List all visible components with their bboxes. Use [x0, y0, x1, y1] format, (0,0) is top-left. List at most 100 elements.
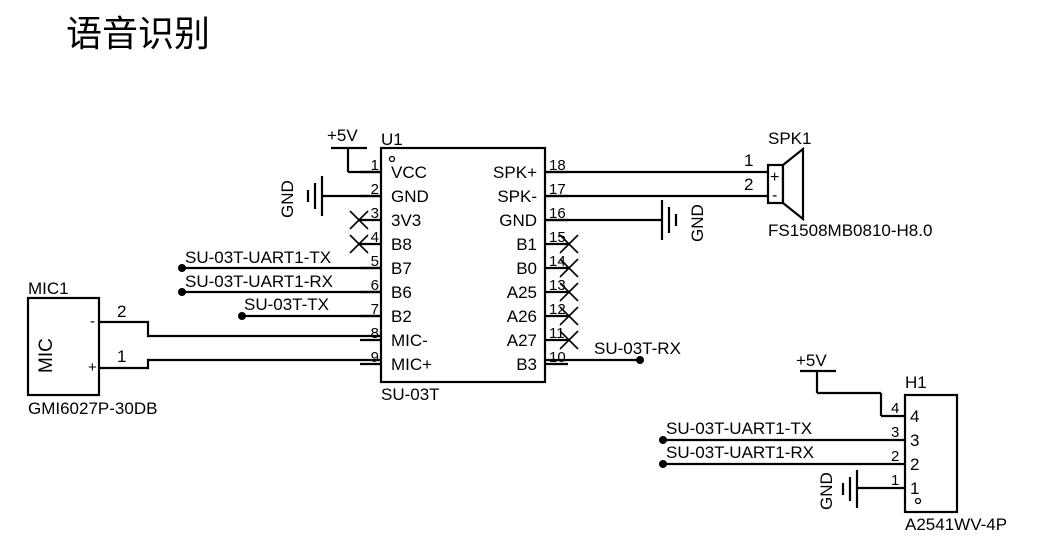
- spk1-component: + - SPK1 FS1508MB0810-H8.0: [766, 129, 932, 240]
- u1-ref: U1: [381, 130, 403, 149]
- u1-pin-number: 12: [549, 301, 566, 318]
- h1-net-label-uart1-tx: SU-03T-UART1-TX: [666, 419, 812, 438]
- h1-pin-name: 1: [910, 479, 919, 498]
- mic1-component: MIC - + MIC1 GMI6027P-30DB 2 1: [26, 279, 157, 418]
- h1-ref: H1: [905, 373, 927, 392]
- u1-pin-name: MIC-: [391, 331, 428, 350]
- spk1-ref: SPK1: [768, 129, 811, 148]
- u1-pin-15: 15 B1: [516, 229, 579, 254]
- h1-pin-name: 4: [910, 407, 919, 426]
- mic1-pin1-number: 1: [117, 347, 126, 366]
- no-connect-icon: [559, 330, 579, 350]
- u1-right-pins: 18SPK+17SPK-16GND15B114B013A2512A2611A27…: [493, 157, 579, 374]
- u1-pin-number: 18: [549, 157, 566, 174]
- u1-pin-name: B0: [516, 259, 537, 278]
- mic1-minus: -: [90, 313, 95, 330]
- u1-pin-name: A25: [507, 283, 537, 302]
- spk1-plus: +: [770, 169, 779, 186]
- spk1-cone: [781, 146, 805, 222]
- mic1-body: [26, 296, 101, 397]
- spk1-pin2-number: 2: [744, 175, 753, 194]
- u1-pin-name: GND: [391, 187, 429, 206]
- u1-pin-number: 11: [549, 325, 565, 342]
- gnd-label-u1-right: GND: [688, 204, 707, 242]
- net-label-uart1-rx: SU-03T-UART1-RX: [185, 272, 333, 291]
- u1-body: [379, 146, 547, 384]
- u1-pin-name: B7: [391, 259, 412, 278]
- h1-pin1-marker: [914, 497, 922, 505]
- u1-pin-name: SPK-: [497, 187, 537, 206]
- vcc-power-port-u1: +5V: [327, 126, 381, 174]
- spk1-minus: -: [772, 187, 777, 204]
- u1-pin1-marker: [388, 155, 396, 163]
- mic1-ref: MIC1: [28, 279, 69, 298]
- net-label-uart1-tx: SU-03T-UART1-TX: [185, 248, 331, 267]
- mic1-plus: +: [88, 359, 97, 376]
- u1-pin-number: 15: [549, 229, 566, 246]
- h1-value: A2541WV-4P: [905, 515, 1007, 534]
- u1-pin-number: 6: [371, 277, 379, 294]
- h1-net-label-uart1-rx: SU-03T-UART1-RX: [666, 443, 814, 462]
- u1-pin-number: 5: [371, 253, 379, 270]
- u1-pin-number: 17: [549, 181, 566, 198]
- page-title: 语音识别: [66, 14, 210, 55]
- u1-pin-number: 14: [549, 253, 566, 270]
- no-connect-icon: [349, 234, 369, 254]
- u1-pin-8: 8 MIC-: [360, 325, 428, 350]
- gnd-label-u1-left: GND: [278, 180, 297, 218]
- u1-pin-12: 12 A26: [507, 301, 579, 326]
- mic-wires: [99, 320, 381, 370]
- h1-body: [903, 393, 959, 514]
- u1-pin-number: 10: [549, 349, 566, 366]
- gnd-label-h1: GND: [817, 472, 836, 510]
- mic1-body-label: MIC: [36, 338, 57, 373]
- no-connect-icon: [559, 258, 579, 278]
- spk1-value: FS1508MB0810-H8.0: [768, 221, 932, 240]
- u1-pin-name: A26: [507, 307, 537, 326]
- vcc-label-h1: +5V: [796, 351, 827, 370]
- mic1-pin2-number: 2: [117, 302, 126, 321]
- u1-pin-name: B2: [391, 307, 412, 326]
- u1-pin-number: 7: [371, 301, 379, 318]
- u1-pin-number: 8: [371, 325, 379, 342]
- u1-pin-name: B1: [516, 235, 537, 254]
- h1-pin-number: 4: [891, 400, 899, 417]
- u1-left-nets: SU-03T-UART1-TX SU-03T-UART1-RX SU-03T-T…: [178, 248, 381, 320]
- u1-pin-name: MIC+: [391, 355, 432, 374]
- u1-value: SU-03T: [381, 385, 440, 404]
- h1-uart-nets: SU-03T-UART1-TX SU-03T-UART1-RX: [659, 419, 905, 468]
- no-connect-icon: [559, 234, 579, 254]
- gnd-symbol-h1: GND: [817, 470, 905, 510]
- net-label-su-rx: SU-03T-RX: [594, 339, 681, 358]
- u1-pin-14: 14 B0: [516, 253, 579, 278]
- gnd-symbol-u1-right: GND: [545, 200, 707, 242]
- net-label-su-tx: SU-03T-TX: [244, 295, 329, 314]
- u1-right-net-rx: SU-03T-RX: [545, 339, 681, 364]
- gnd-symbol-u1-left: GND: [278, 176, 381, 218]
- u1-pin-number: 13: [549, 277, 566, 294]
- mic1-value: GMI6027P-30DB: [28, 399, 157, 418]
- h1-pin-number: 3: [891, 424, 899, 441]
- h1-pin-number: 1: [891, 472, 899, 489]
- spk1-pin1-number: 1: [744, 151, 753, 170]
- u1-pin-name: VCC: [391, 163, 427, 182]
- no-connect-icon: [559, 282, 579, 302]
- speaker-wires: 1 2: [545, 151, 783, 198]
- h1-pin-number: 2: [891, 448, 899, 465]
- u1-pin-number: 3: [371, 205, 379, 222]
- u1-pin-number: 1: [371, 157, 379, 174]
- u1-pin-number: 16: [549, 205, 566, 222]
